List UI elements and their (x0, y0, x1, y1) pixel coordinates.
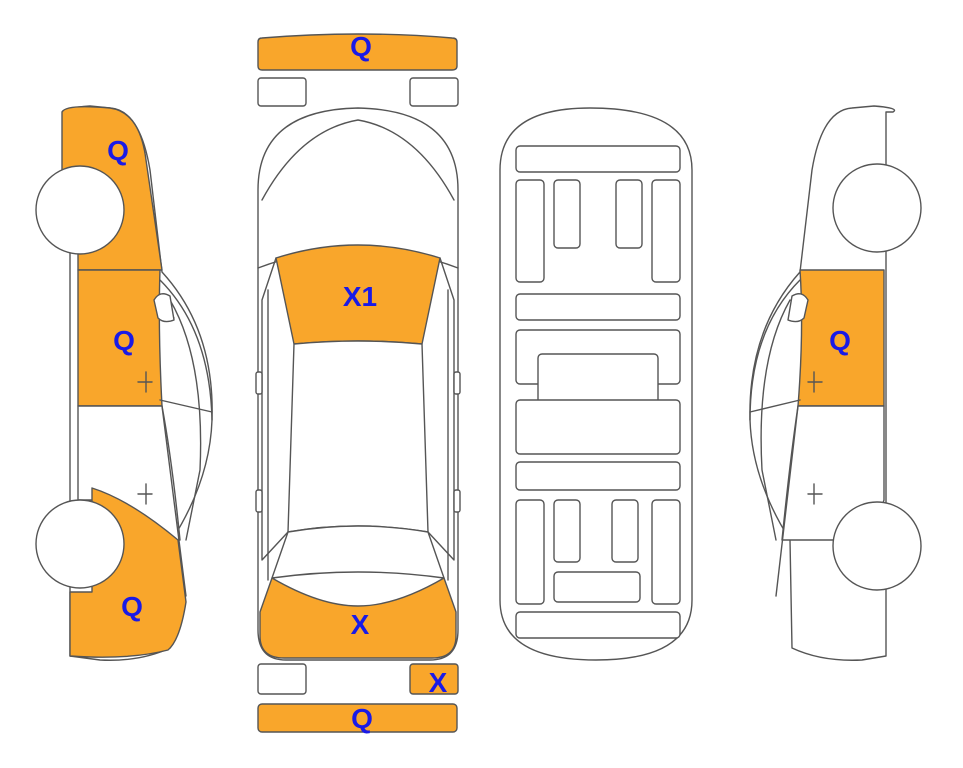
rear-right-lamp[interactable] (409, 663, 459, 695)
code-rear-panel: X (351, 609, 370, 640)
front-bumper[interactable] (257, 33, 458, 71)
code-rear-right-lamp: X (429, 667, 448, 698)
rear-panel[interactable] (259, 577, 457, 659)
code-left-front-fender: Q (107, 135, 129, 166)
rear-window (271, 525, 445, 579)
vehicle-left-side-view (35, 105, 213, 661)
vehicle-right-side-view (749, 105, 922, 661)
code-left-front-door: Q (113, 325, 135, 356)
left-rear-wheel[interactable] (35, 499, 125, 589)
code-left-rear-quarter: Q (121, 591, 143, 622)
code-front-bumper: Q (350, 31, 372, 62)
right-rear-wheel[interactable] (832, 501, 922, 591)
code-windshield: X1 (343, 281, 377, 312)
right-front-wheel[interactable] (832, 163, 922, 253)
vehicle-underbody-view (499, 107, 693, 661)
rear-bumper[interactable] (257, 703, 458, 733)
code-right-front-door: Q (829, 325, 851, 356)
damage-code-labels: Q Q Q Q X1 X X Q Q (107, 31, 851, 734)
front-left-lamp[interactable] (257, 77, 307, 107)
left-front-wheel[interactable] (35, 165, 125, 255)
rear-left-lamp[interactable] (257, 663, 307, 695)
vehicle-top-view (255, 33, 461, 733)
code-rear-bumper: Q (351, 703, 373, 734)
front-right-lamp[interactable] (409, 77, 459, 107)
roof (287, 340, 429, 533)
